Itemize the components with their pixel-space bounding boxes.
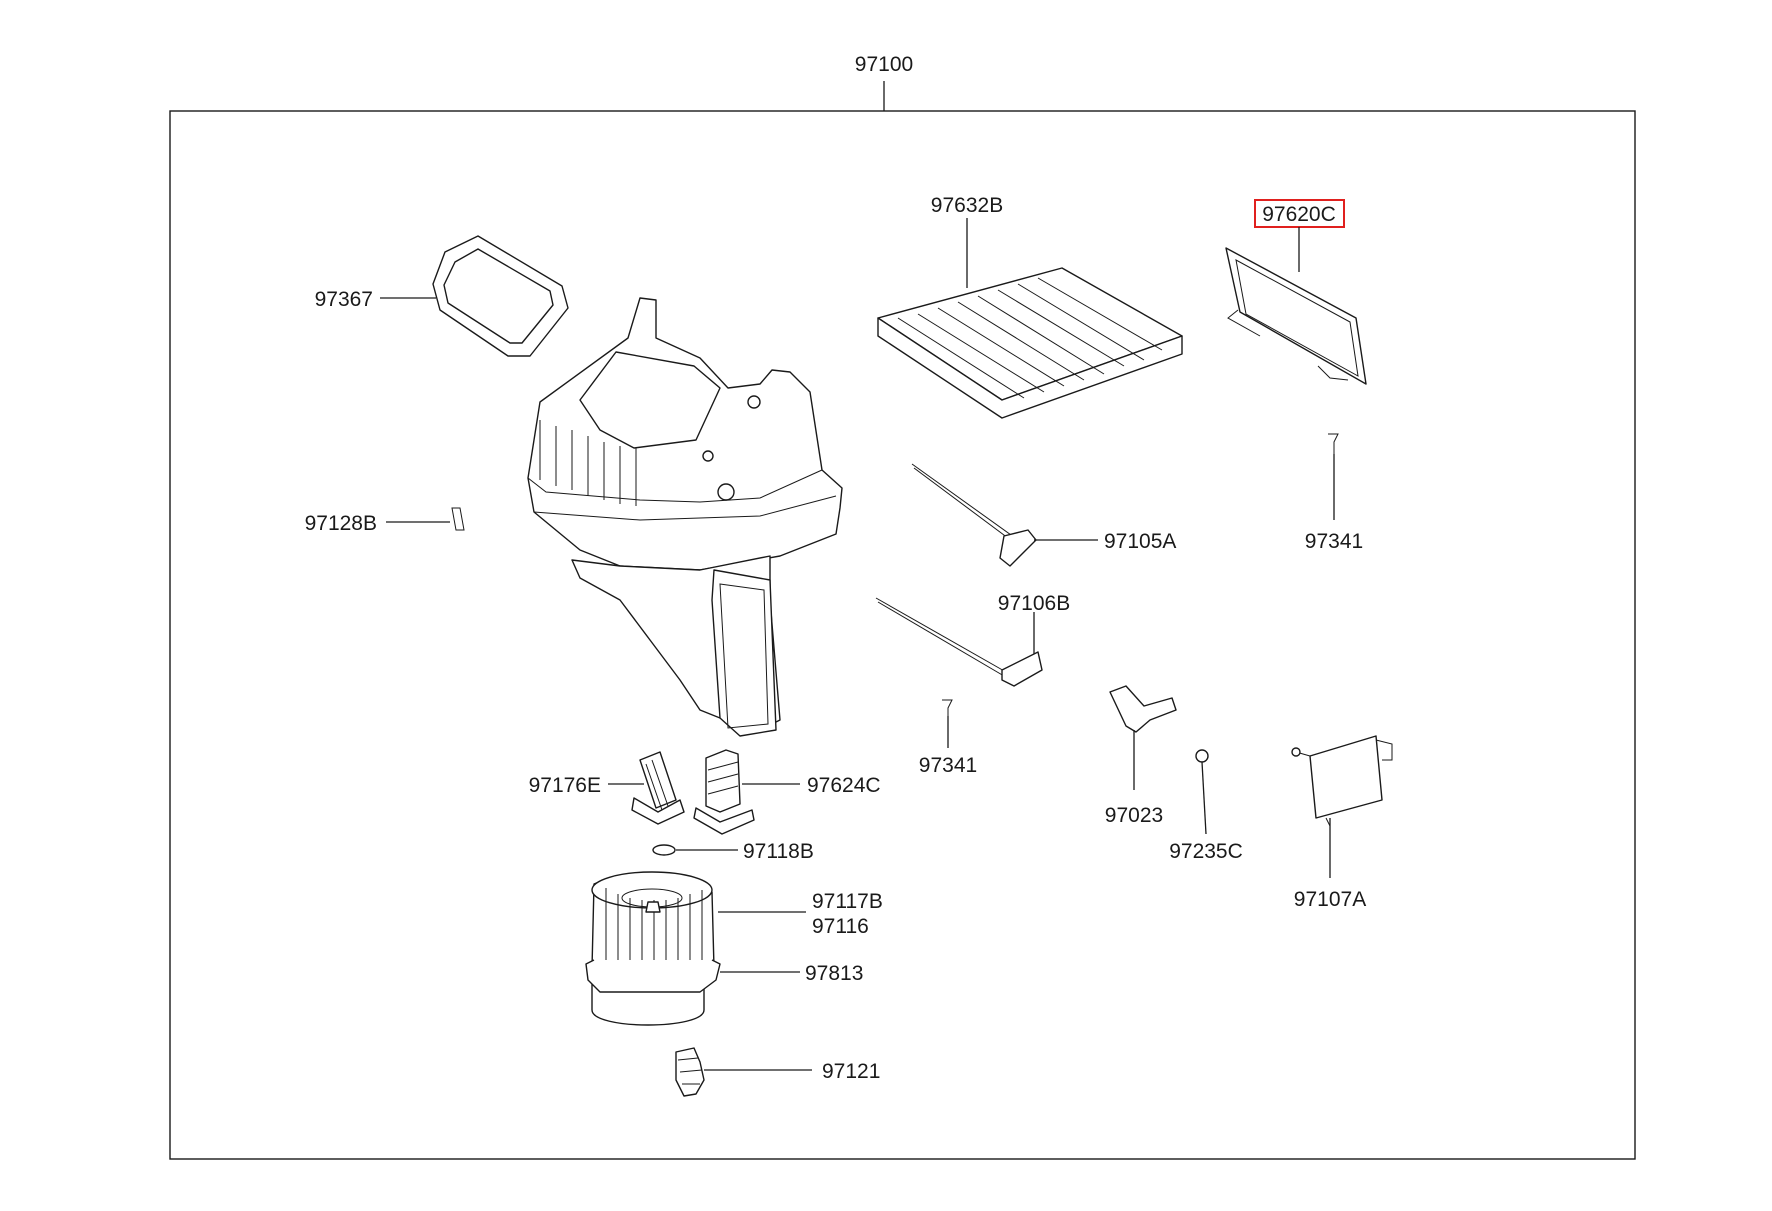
part-label-97107A[interactable]: 97107A — [1294, 888, 1366, 911]
resistor-97624C-illustration — [693, 749, 755, 835]
part-label-97367[interactable]: 97367 — [315, 288, 373, 311]
washer-97235C-illustration — [1195, 749, 1209, 763]
part-label-97620C[interactable]: 97620C — [1262, 203, 1336, 226]
part-label-97116[interactable]: 97116 — [812, 915, 869, 938]
gasket-97367-illustration — [432, 235, 569, 357]
part-label-97128B[interactable]: 97128B — [305, 512, 377, 535]
part-label-97341-lower[interactable]: 97341 — [919, 754, 977, 777]
filter-cover-97620C-illustration — [1225, 247, 1367, 385]
rod-97105A-illustration — [911, 463, 1037, 567]
part-label-97023[interactable]: 97023 — [1105, 804, 1163, 827]
part-label-97121[interactable]: 97121 — [822, 1060, 880, 1083]
part-label-97117B[interactable]: 97117B — [812, 890, 883, 913]
part-label-97813[interactable]: 97813 — [805, 962, 863, 985]
clip-97128B-illustration — [451, 507, 465, 531]
part-label-97341-upper[interactable]: 97341 — [1305, 530, 1363, 553]
resistor-97176E-illustration — [631, 751, 685, 825]
part-label-97632B[interactable]: 97632B — [931, 194, 1003, 217]
part-label-97118B[interactable]: 97118B — [743, 840, 814, 863]
actuator-97107A-illustration — [1291, 735, 1393, 827]
screw-97341-upper-illustration — [1328, 433, 1339, 454]
rod-97106B-illustration — [875, 597, 1043, 687]
assembly-frame — [169, 110, 1636, 1160]
part-label-97235C[interactable]: 97235C — [1169, 840, 1243, 863]
oring-97118B-illustration — [652, 844, 676, 856]
screw-97341-lower-illustration — [942, 699, 953, 716]
part-label-97106B[interactable]: 97106B — [998, 592, 1070, 615]
leader-97235C — [1201, 761, 1207, 835]
blower-fan-motor-illustration — [585, 871, 721, 1026]
part-label-97105A[interactable]: 97105A — [1104, 530, 1176, 553]
lever-97023-illustration — [1109, 685, 1177, 733]
part-label-97624C[interactable]: 97624C — [807, 774, 881, 797]
part-label-97176E[interactable]: 97176E — [529, 774, 601, 797]
blower-housing-illustration — [527, 297, 843, 737]
part-label-97100[interactable]: 97100 — [855, 53, 913, 76]
grommet-97121-illustration — [675, 1047, 705, 1097]
cabin-filter-97632B-illustration — [877, 267, 1183, 419]
